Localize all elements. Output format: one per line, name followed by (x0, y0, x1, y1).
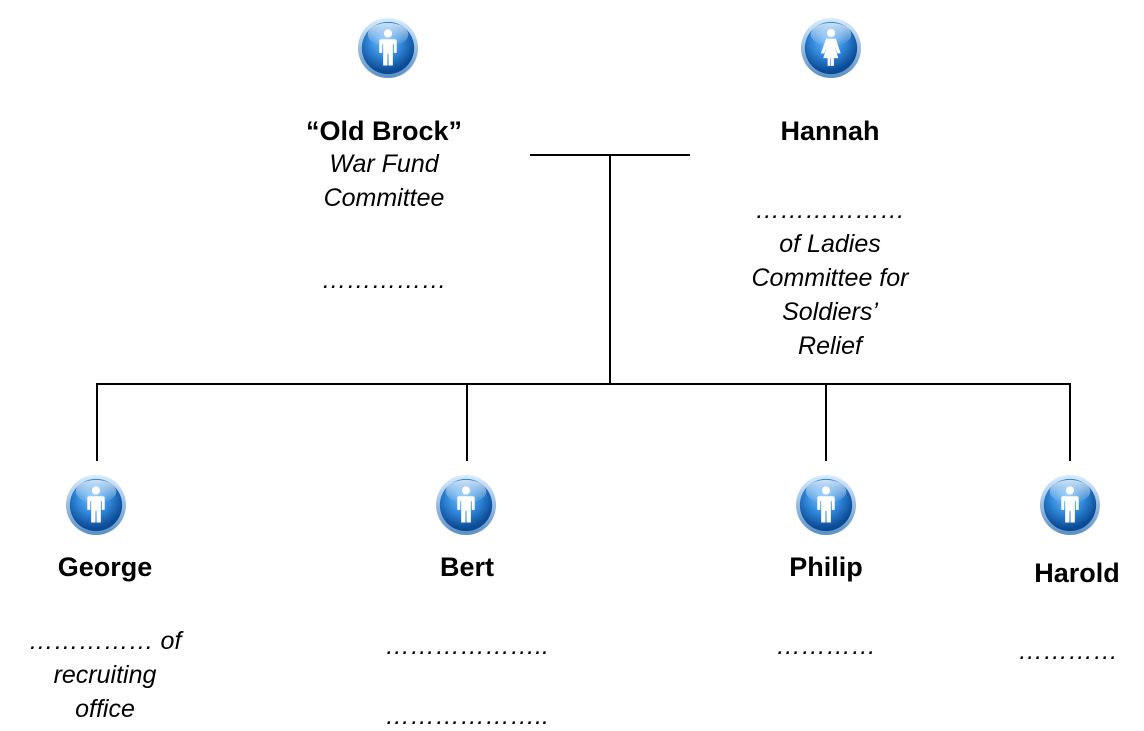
hannah-role-line-1: ……………… (755, 196, 905, 224)
siblings-line (96, 383, 1071, 385)
philip-role: ………… (716, 629, 936, 663)
connector-george (96, 383, 98, 461)
hannah-role-line-4: Soldiers’ (782, 298, 878, 326)
bert-role-line-2: ……………….. (385, 702, 549, 730)
george-icon-graphic (65, 474, 127, 536)
george-role: …………… of recruiting office (0, 624, 210, 726)
george-name: George (57, 552, 153, 582)
hannah-role-line-2: of Ladies (779, 230, 881, 258)
person-male-icon (357, 17, 419, 79)
george-role-line-3: office (75, 695, 135, 723)
philip-role-line-1: ………… (776, 632, 876, 660)
old-brock-role: War Fund Committee (254, 147, 514, 215)
bert-icon-graphic (435, 474, 497, 536)
old-brock-role-line-2: Committee (323, 184, 445, 212)
harold-role-line-1: ………… (1018, 637, 1118, 665)
harold-name: Harold (1034, 558, 1120, 588)
old-brock-name: “Old Brock” (305, 116, 463, 146)
hannah-role-line-3: Committee for (751, 264, 909, 292)
harold-icon-graphic (1039, 474, 1101, 536)
old-brock-role-line-1: War Fund (329, 150, 439, 178)
person-male-icon (65, 474, 127, 536)
person-male-icon (1039, 474, 1101, 536)
hannah-role-line-5: Relief (798, 332, 862, 360)
connector-harold (1069, 383, 1071, 461)
person-male-icon (435, 474, 497, 536)
george-role-line-2: recruiting (53, 661, 157, 689)
hannah-name: Hannah (780, 116, 880, 146)
person-male-icon (795, 474, 857, 536)
harold-role: ………… (1010, 634, 1144, 668)
descent-line (609, 155, 611, 384)
person-male-icon-graphic (357, 17, 419, 79)
philip-name: Philip (789, 552, 863, 582)
bert-role: ……………….. ……………….. (337, 629, 597, 731)
hannah-role: ……………… of Ladies Committee for Soldiers’… (700, 193, 960, 363)
old-brock-blank: …………… (321, 266, 447, 294)
person-female-icon-graphic (800, 17, 862, 79)
bert-name: Bert (439, 552, 494, 582)
bert-role-line-1: ……………….. (385, 632, 549, 660)
george-role-line-1: …………… of (28, 627, 182, 655)
connector-bert (466, 383, 468, 461)
connector-philip (825, 383, 827, 461)
person-female-icon (800, 17, 862, 79)
philip-icon-graphic (795, 474, 857, 536)
